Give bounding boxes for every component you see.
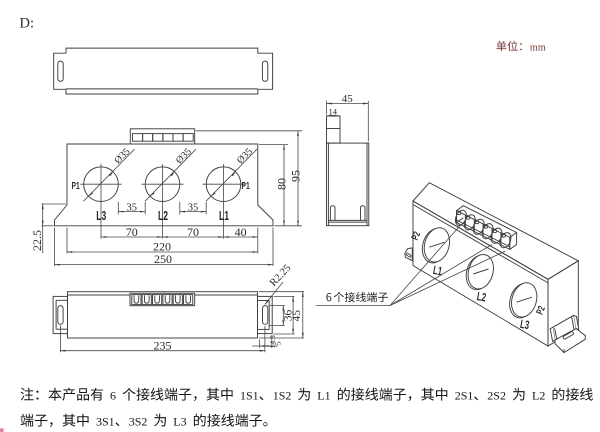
svg-text:L1: L1: [317, 389, 330, 403]
svg-text:D:: D:: [20, 16, 35, 32]
svg-text:L1: L1: [432, 263, 443, 278]
svg-text:45: 45: [342, 93, 354, 105]
svg-text:2S1: 2S1: [455, 389, 474, 403]
svg-text:5: 5: [274, 341, 283, 345]
svg-text:14.5: 14.5: [268, 335, 277, 348]
svg-text:35: 35: [188, 202, 199, 213]
svg-text:36: 36: [283, 310, 295, 322]
svg-text:1S1: 1S1: [240, 389, 259, 403]
svg-text:P1: P1: [242, 180, 250, 192]
svg-text:6: 6: [110, 389, 116, 403]
svg-text:L2: L2: [476, 289, 487, 304]
svg-text:22.5: 22.5: [30, 230, 44, 251]
svg-text:35: 35: [127, 202, 138, 213]
svg-text:P2: P2: [410, 230, 423, 242]
svg-text:95: 95: [288, 170, 302, 182]
svg-text:L3: L3: [519, 317, 530, 332]
svg-text:235: 235: [154, 338, 172, 352]
svg-text:L3: L3: [173, 415, 186, 429]
svg-text:3S2: 3S2: [129, 415, 148, 429]
svg-text:L2: L2: [158, 209, 168, 223]
svg-text:L2: L2: [532, 389, 545, 403]
svg-text:220: 220: [153, 240, 171, 254]
svg-text:Ø35: Ø35: [235, 146, 255, 166]
svg-text:L1: L1: [219, 209, 229, 223]
svg-text:45: 45: [291, 310, 303, 322]
svg-text:P2: P2: [535, 305, 548, 317]
svg-text:70: 70: [126, 225, 138, 239]
svg-text:3S1: 3S1: [96, 415, 115, 429]
svg-text:80: 80: [274, 178, 288, 190]
svg-text:70: 70: [187, 225, 199, 239]
svg-text:P1: P1: [72, 180, 80, 192]
svg-text:mm: mm: [530, 42, 546, 53]
svg-text:40: 40: [235, 225, 247, 239]
svg-text:1S2: 1S2: [273, 389, 292, 403]
svg-text:Ø35: Ø35: [174, 146, 194, 166]
svg-text:Ø35: Ø35: [112, 146, 132, 166]
svg-text:14: 14: [328, 107, 337, 117]
svg-text:250: 250: [154, 252, 172, 266]
svg-text:2S2: 2S2: [487, 389, 506, 403]
svg-text:L3: L3: [96, 209, 106, 223]
